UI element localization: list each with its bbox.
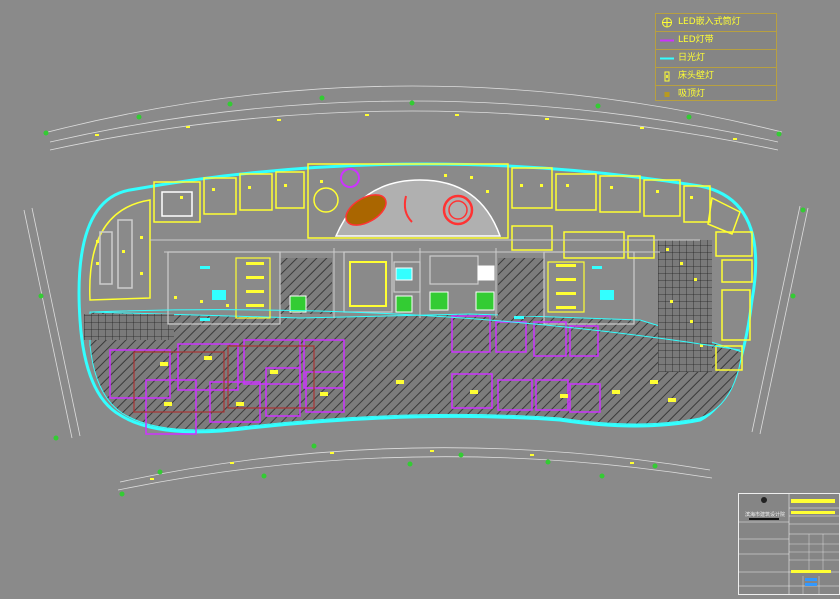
- wall-lamp-icon: [664, 71, 670, 82]
- legend-label: 日光灯: [678, 53, 706, 63]
- title-block-grid: [739, 494, 839, 594]
- side-axis-markers: [38, 207, 806, 441]
- lighting-legend: LED嵌入式筒灯 LED灯带 日光灯 床头壁灯 吸顶灯: [655, 13, 777, 101]
- legend-item-ceiling-lamp: 吸顶灯: [656, 86, 776, 103]
- grid-floor-right: [658, 240, 712, 372]
- left-wing-rooms: [89, 171, 305, 301]
- hatched-public-zone: [89, 311, 743, 431]
- bottom-axis-markers: [119, 443, 658, 497]
- grid-floor-left: [84, 314, 174, 340]
- legend-item-wall-lamp: 床头壁灯: [656, 68, 776, 86]
- design-firm-name: 滨海市建筑设计院: [744, 512, 785, 518]
- bottom-dimension-arcs: [117, 447, 713, 491]
- center-top-rooms: [307, 163, 509, 239]
- legend-item-downlight: LED嵌入式筒灯: [656, 14, 776, 32]
- legend-label: 床头壁灯: [678, 71, 715, 81]
- ceiling-lamp-square-icon: [664, 92, 670, 97]
- led-strip-zones: [109, 315, 601, 435]
- drawing-title-block: 滨海市建筑设计院: [738, 493, 840, 595]
- purple-line-icon: [660, 39, 674, 42]
- interior-floor-line: [91, 309, 741, 351]
- legend-label: 吸顶灯: [678, 89, 706, 99]
- legend-item-fluorescent: 日光灯: [656, 50, 776, 68]
- hatched-corridor-right: [498, 258, 544, 316]
- legend-label: LED灯带: [678, 35, 714, 45]
- green-rooms: [289, 265, 495, 313]
- top-axis-markers: [43, 95, 782, 137]
- light-fixtures: [96, 174, 703, 406]
- fluorescent-fixtures: [200, 266, 614, 321]
- interior-walls: [150, 239, 700, 318]
- legend-label: LED嵌入式筒灯: [678, 17, 741, 27]
- red-room-outlines: [133, 345, 315, 413]
- cyan-line-icon: [660, 57, 674, 60]
- downlight-crosshair-icon: [662, 17, 672, 28]
- right-wing-rooms: [511, 167, 753, 371]
- side-dimension-lines: [23, 205, 809, 439]
- dimension-ticks: [95, 114, 737, 480]
- legend-item-led-strip: LED灯带: [656, 32, 776, 50]
